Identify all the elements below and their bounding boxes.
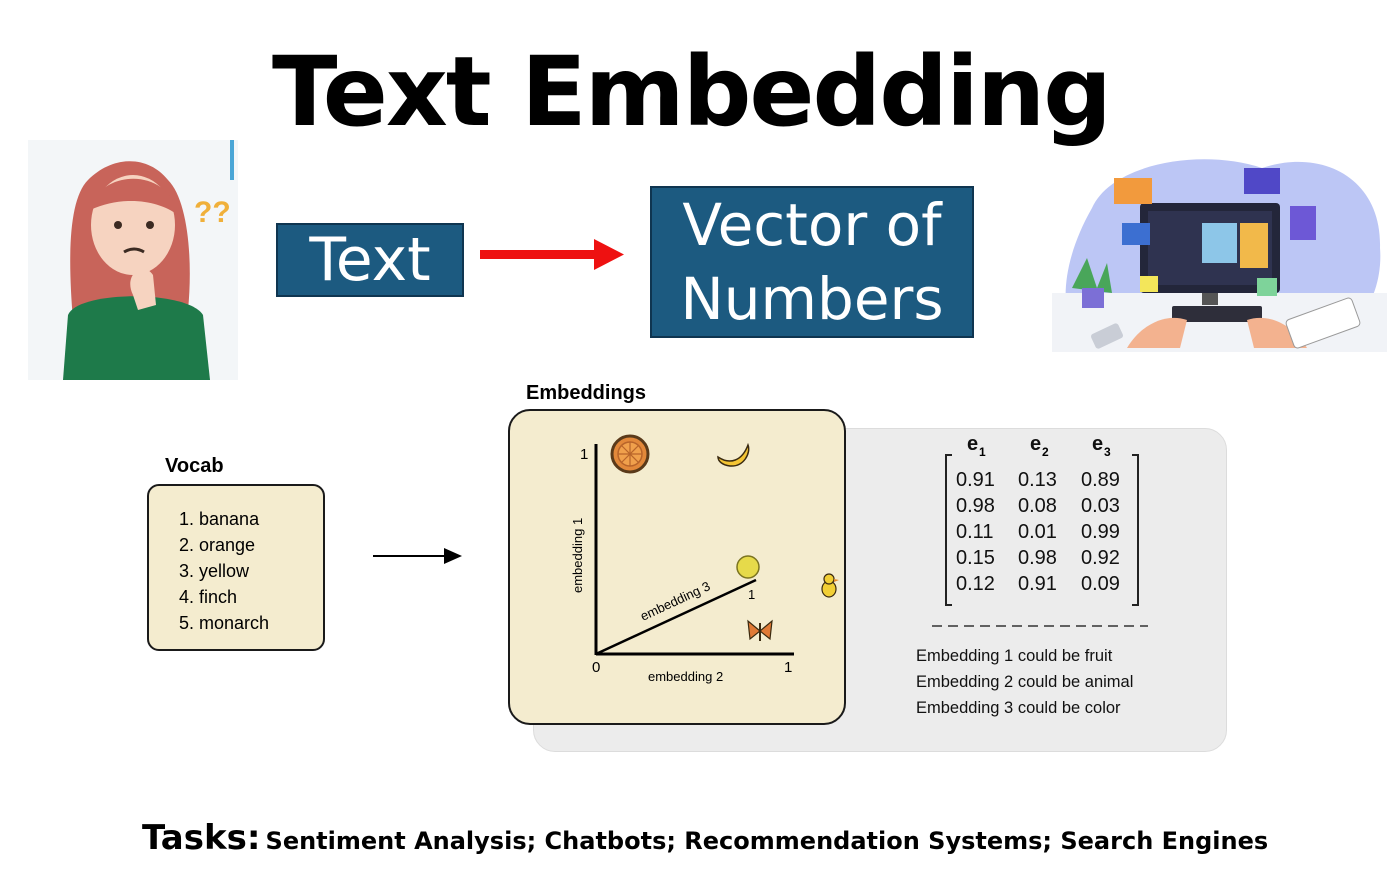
vocab-title: Vocab	[165, 455, 224, 477]
matrix-cell: 0.92	[1081, 547, 1120, 569]
matrix-cell: 0.13	[1018, 469, 1057, 491]
orange-icon	[610, 434, 650, 474]
x-axis-label: embedding 2	[648, 669, 723, 684]
tasks-label: Tasks:	[142, 818, 261, 858]
matrix-cell: 0.03	[1081, 495, 1120, 517]
description-line: Embedding 1 could be fruit	[916, 647, 1113, 665]
banana-icon	[717, 442, 750, 467]
black-arrow-icon	[373, 548, 462, 564]
matrix-cell: 0.08	[1018, 495, 1057, 517]
matrix-cell: 0.01	[1018, 521, 1057, 543]
text-box: Text	[276, 223, 464, 297]
embeddings-plot: 1 0 1 1 embedding 2 embedding 1 embeddin…	[570, 434, 839, 684]
matrix-header: e	[967, 433, 978, 455]
computer-workspace-illustration	[1052, 159, 1387, 352]
tasks-line: Tasks: Sentiment Analysis; Chatbots; Rec…	[142, 818, 1268, 858]
z-axis	[595, 578, 757, 656]
matrix-cell: 0.98	[1018, 547, 1057, 569]
embeddings-box	[508, 409, 846, 725]
vector-of-numbers-box: Vector of Numbers	[650, 186, 974, 338]
vocab-list: 1. banana 2. orange 3. yellow 4. finch 5…	[149, 486, 323, 636]
red-arrow-icon	[480, 239, 624, 270]
matrix-cell: 0.91	[956, 469, 995, 491]
description-line: Embedding 3 could be color	[916, 699, 1121, 717]
butterfly-icon	[747, 619, 773, 641]
matrix-header: e	[1092, 433, 1103, 455]
embeddings-title: Embeddings	[526, 382, 647, 404]
vocab-item: 4. finch	[179, 587, 238, 607]
matrix-cell: 0.98	[956, 495, 995, 517]
yellow-circle-icon	[736, 555, 760, 579]
matrix-cell: 0.11	[956, 521, 993, 543]
vector-box-line1: Vector of	[682, 190, 942, 259]
y-axis-label: embedding 1	[570, 518, 585, 593]
vocab-item: 2. orange	[179, 535, 256, 555]
matrix-header-subscript: 3	[1104, 445, 1111, 459]
matrix-header-subscript: 1	[979, 445, 986, 459]
matrix-header: e	[1030, 433, 1041, 455]
matrix-right-bracket	[1132, 454, 1139, 606]
vector-box-line2: Numbers	[680, 265, 944, 333]
matrix-cell: 0.09	[1081, 573, 1120, 595]
embedding-matrix: e 1 e 2 e 3 0.91 0.13 0.89 0.98 0.08 0.0…	[945, 433, 1139, 606]
matrix-cell: 0.91	[1018, 573, 1057, 595]
tick-origin: 0	[592, 659, 600, 676]
tick-x-max: 1	[784, 659, 792, 676]
matrix-cell: 0.12	[956, 573, 995, 595]
vocab-box: 1. banana 2. orange 3. yellow 4. finch 5…	[147, 484, 325, 651]
tick-y-max: 1	[580, 446, 588, 463]
vocab-item: 3. yellow	[179, 561, 250, 581]
matrix-cell: 0.99	[1081, 521, 1120, 543]
embedding-descriptions: Embedding 1 could be fruit Embedding 2 c…	[916, 643, 1133, 721]
vocab-item: 5. monarch	[179, 613, 270, 633]
matrix-left-bracket	[945, 454, 952, 606]
matrix-cell: 0.15	[956, 547, 995, 569]
description-line: Embedding 2 could be animal	[916, 673, 1134, 691]
page-title: Text Embedding	[272, 36, 1112, 148]
confused-woman-illustration: ??	[28, 140, 238, 380]
tasks-text: Sentiment Analysis; Chatbots; Recommenda…	[265, 827, 1269, 855]
finch-icon	[821, 573, 839, 598]
tick-z-max: 1	[748, 587, 755, 602]
matrix-header-subscript: 2	[1042, 445, 1049, 459]
vocab-item: 1. banana	[179, 509, 260, 529]
svg-text:??: ??	[194, 196, 231, 229]
matrix-cell: 0.89	[1081, 469, 1120, 491]
dashed-divider	[932, 625, 1148, 627]
text-box-label: Text	[309, 225, 431, 295]
